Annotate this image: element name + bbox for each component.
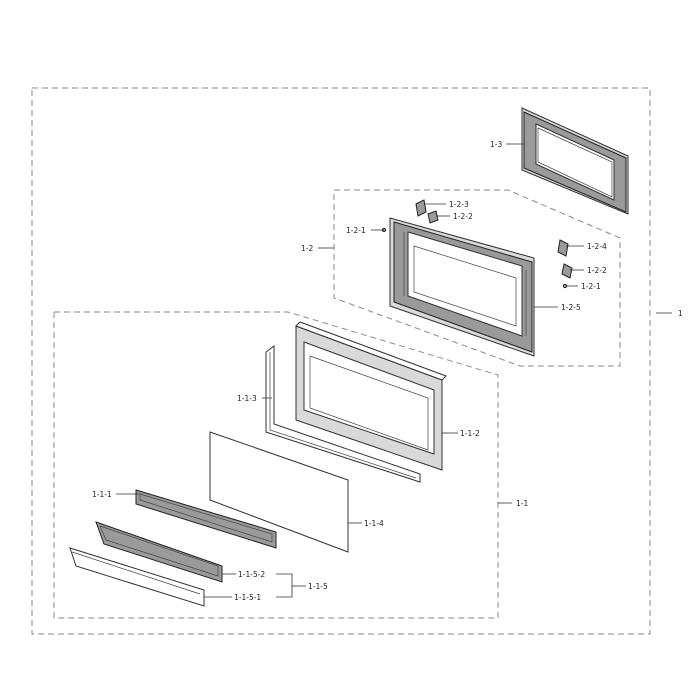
label-1-2-1-left: 1-2-1 — [346, 226, 366, 235]
label-1-3: 1-3 — [490, 140, 502, 149]
label-1-1-4: 1-1-4 — [364, 519, 384, 528]
part-1-2-3-hinge — [415, 199, 427, 217]
part-1-2-2-hinge-left — [427, 210, 439, 224]
part-1-1-1-handle-bar — [135, 489, 277, 549]
assembly-boundary-1 — [31, 87, 651, 635]
part-1-1-2-door-panel — [295, 321, 447, 471]
part-1-3-outer-frame — [521, 107, 629, 215]
label-1-1-3: 1-1-3 — [237, 394, 257, 403]
label-1-2-1-right: 1-2-1 — [581, 282, 601, 291]
part-1-1-4-glass — [209, 431, 349, 553]
part-1-2-4-hinge — [557, 239, 569, 257]
leader-lines — [116, 143, 672, 598]
label-1-2-5: 1-2-5 — [561, 303, 581, 312]
assembly-boundary-1-2 — [333, 189, 621, 367]
part-1-2-inner-frame — [389, 217, 535, 357]
part-labels: 1 1-3 1-2 1-2-1 1-2-3 1-2-2 1-2-4 1-2-2 … — [92, 140, 683, 602]
part-1-1-5-2-bracket — [95, 521, 223, 583]
label-1-1-5-2: 1-1-5-2 — [238, 570, 265, 579]
label-1-2-2-right: 1-2-2 — [587, 266, 607, 275]
label-1-2-4: 1-2-4 — [587, 242, 607, 251]
label-1-2-3: 1-2-3 — [449, 200, 469, 209]
label-1: 1 — [678, 309, 683, 318]
label-1-1-5: 1-1-5 — [308, 582, 328, 591]
label-1-1-2: 1-1-2 — [460, 429, 480, 438]
part-1-1-5-1-handle — [69, 547, 205, 607]
label-1-1: 1-1 — [516, 499, 528, 508]
assembly-boundary-1-1 — [53, 311, 499, 619]
label-1-2: 1-2 — [301, 244, 313, 253]
label-1-1-1: 1-1-1 — [92, 490, 112, 499]
label-1-2-2-left: 1-2-2 — [453, 212, 473, 221]
part-1-2-2-hinge-right — [561, 263, 573, 279]
part-1-1-3-trim — [265, 345, 421, 483]
label-1-1-5-1: 1-1-5-1 — [234, 593, 261, 602]
